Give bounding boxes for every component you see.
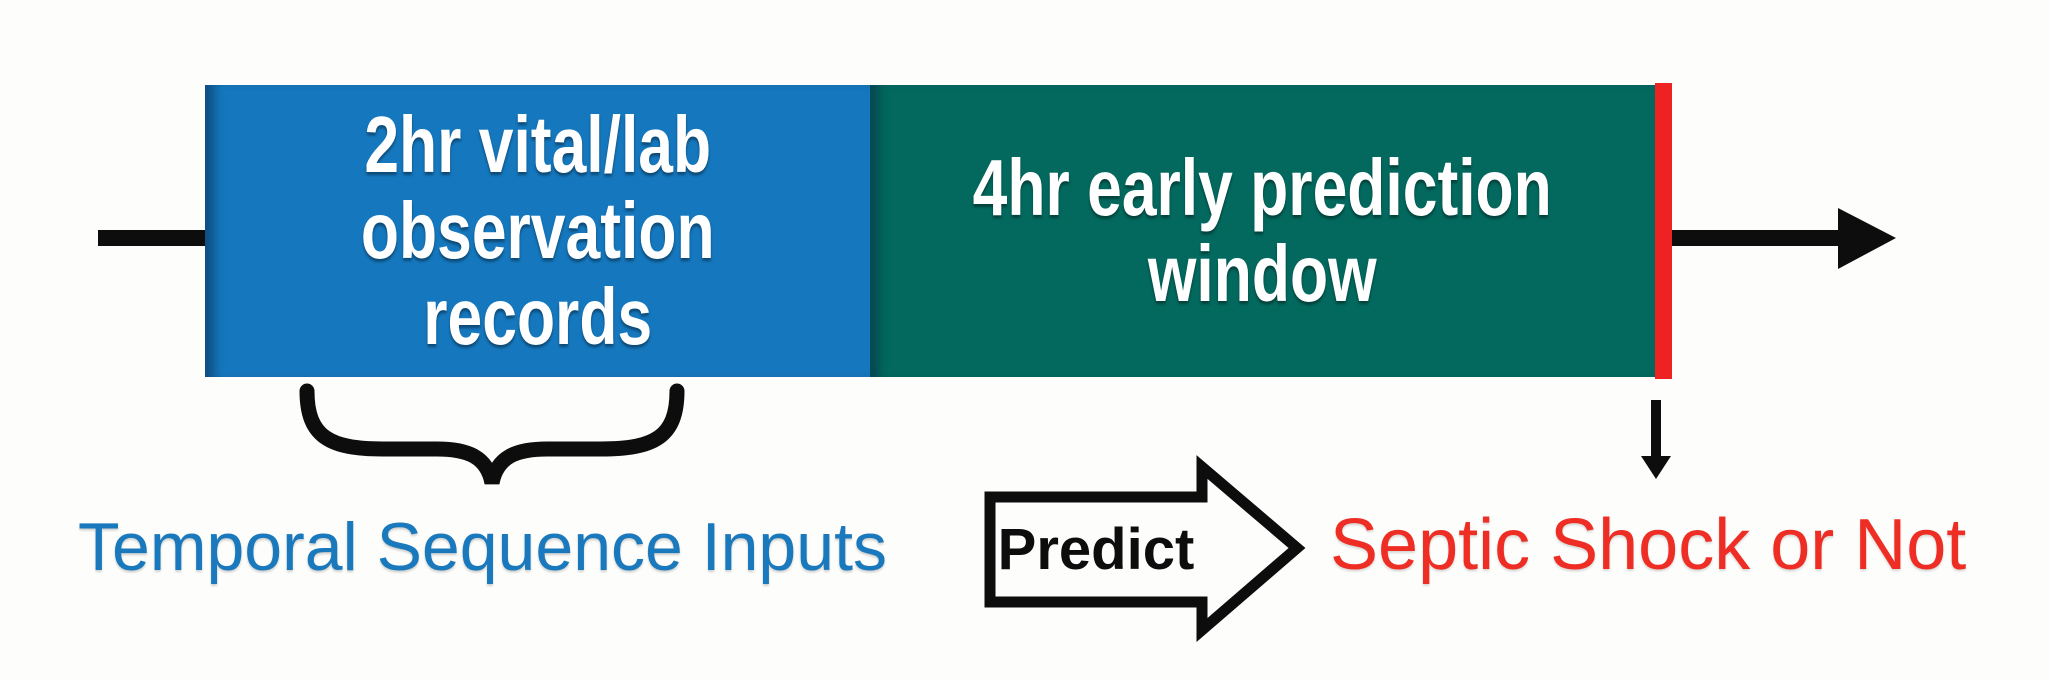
timeline-line-left [98, 230, 206, 246]
onset-arrow-shaft [1651, 400, 1661, 458]
observation-box-label: 2hr vital/lab observation records [361, 102, 715, 360]
observation-label-line-1: 2hr vital/lab [364, 100, 711, 189]
prediction-label-line-2: window [1148, 229, 1377, 318]
outcome-label: Septic Shock or Not [1330, 505, 1967, 585]
timeline-arrow-shaft [1672, 230, 1842, 246]
timeline-right-arrow-icon [1838, 208, 1896, 269]
prediction-label-line-1: 4hr early prediction [972, 143, 1553, 232]
temporal-sequence-inputs-label: Temporal Sequence Inputs [78, 509, 887, 585]
observation-window-box: 2hr vital/lab observation records [205, 85, 870, 377]
observation-label-line-2: observation [360, 186, 715, 275]
onset-down-arrow-icon [1641, 456, 1671, 479]
predict-block-arrow-icon [984, 455, 1306, 643]
prediction-box-label: 4hr early prediction window [973, 145, 1552, 317]
onset-marker-line [1655, 83, 1672, 379]
underbrace-icon [299, 383, 685, 485]
observation-label-line-3: records [423, 272, 652, 361]
predict-label: Predict [997, 517, 1195, 582]
prediction-window-box: 4hr early prediction window [870, 85, 1655, 377]
